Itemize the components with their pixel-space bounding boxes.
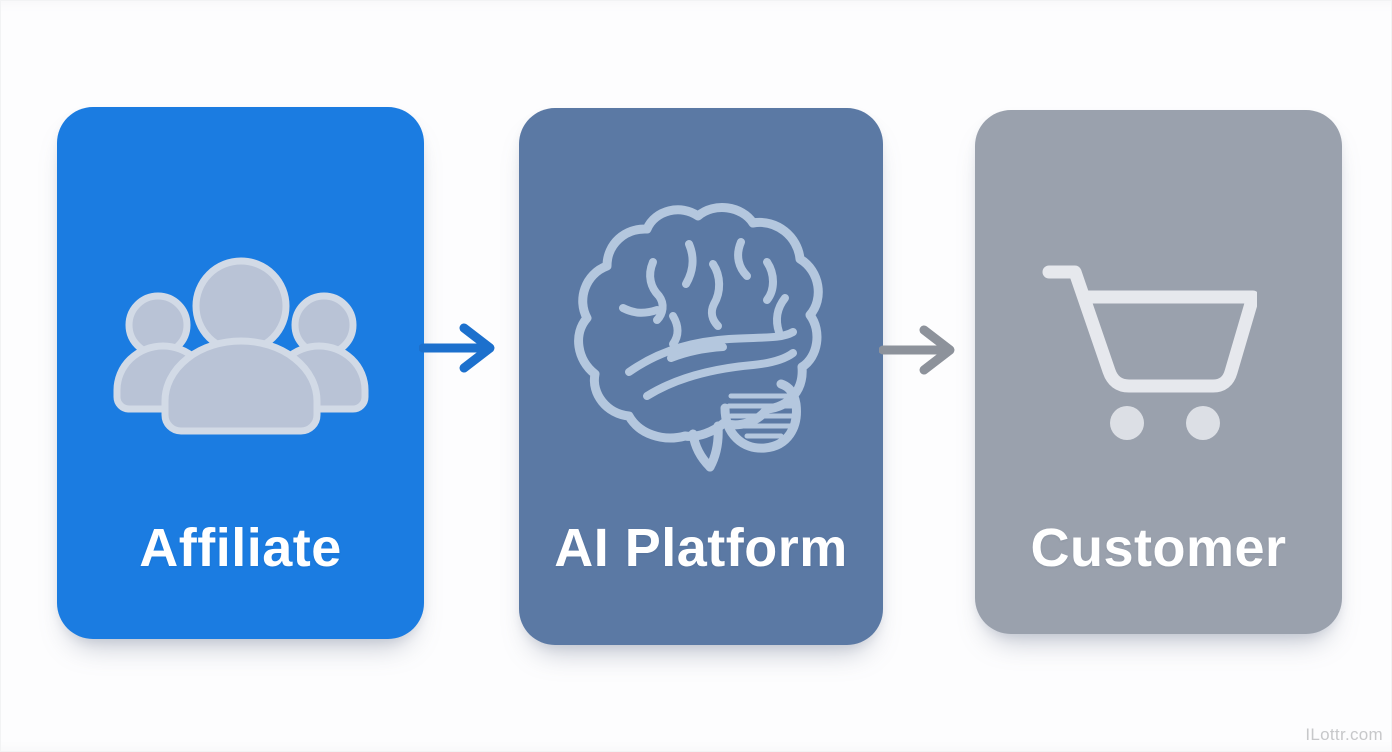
- node-label: Customer: [1030, 518, 1287, 578]
- node-affiliate: Affiliate: [57, 107, 424, 639]
- watermark: ILottr.com: [1305, 725, 1383, 744]
- arrow-right-icon: [879, 325, 955, 375]
- arrow-right-icon: [419, 323, 495, 373]
- cart-icon: [1042, 265, 1257, 440]
- node-label: Affiliate: [139, 518, 342, 578]
- node-customer: Customer: [975, 110, 1342, 634]
- node-ai-platform: AI Platform: [519, 108, 883, 645]
- brain-icon: [574, 203, 823, 472]
- node-label: AI Platform: [554, 518, 848, 578]
- users-icon: [113, 257, 369, 435]
